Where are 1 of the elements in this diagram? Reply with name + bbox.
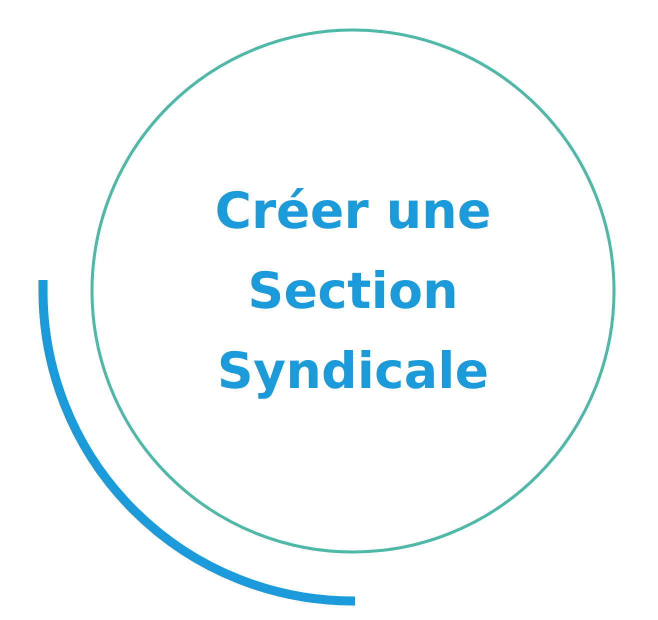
title-text: Créer une Section Syndicale bbox=[214, 181, 492, 402]
